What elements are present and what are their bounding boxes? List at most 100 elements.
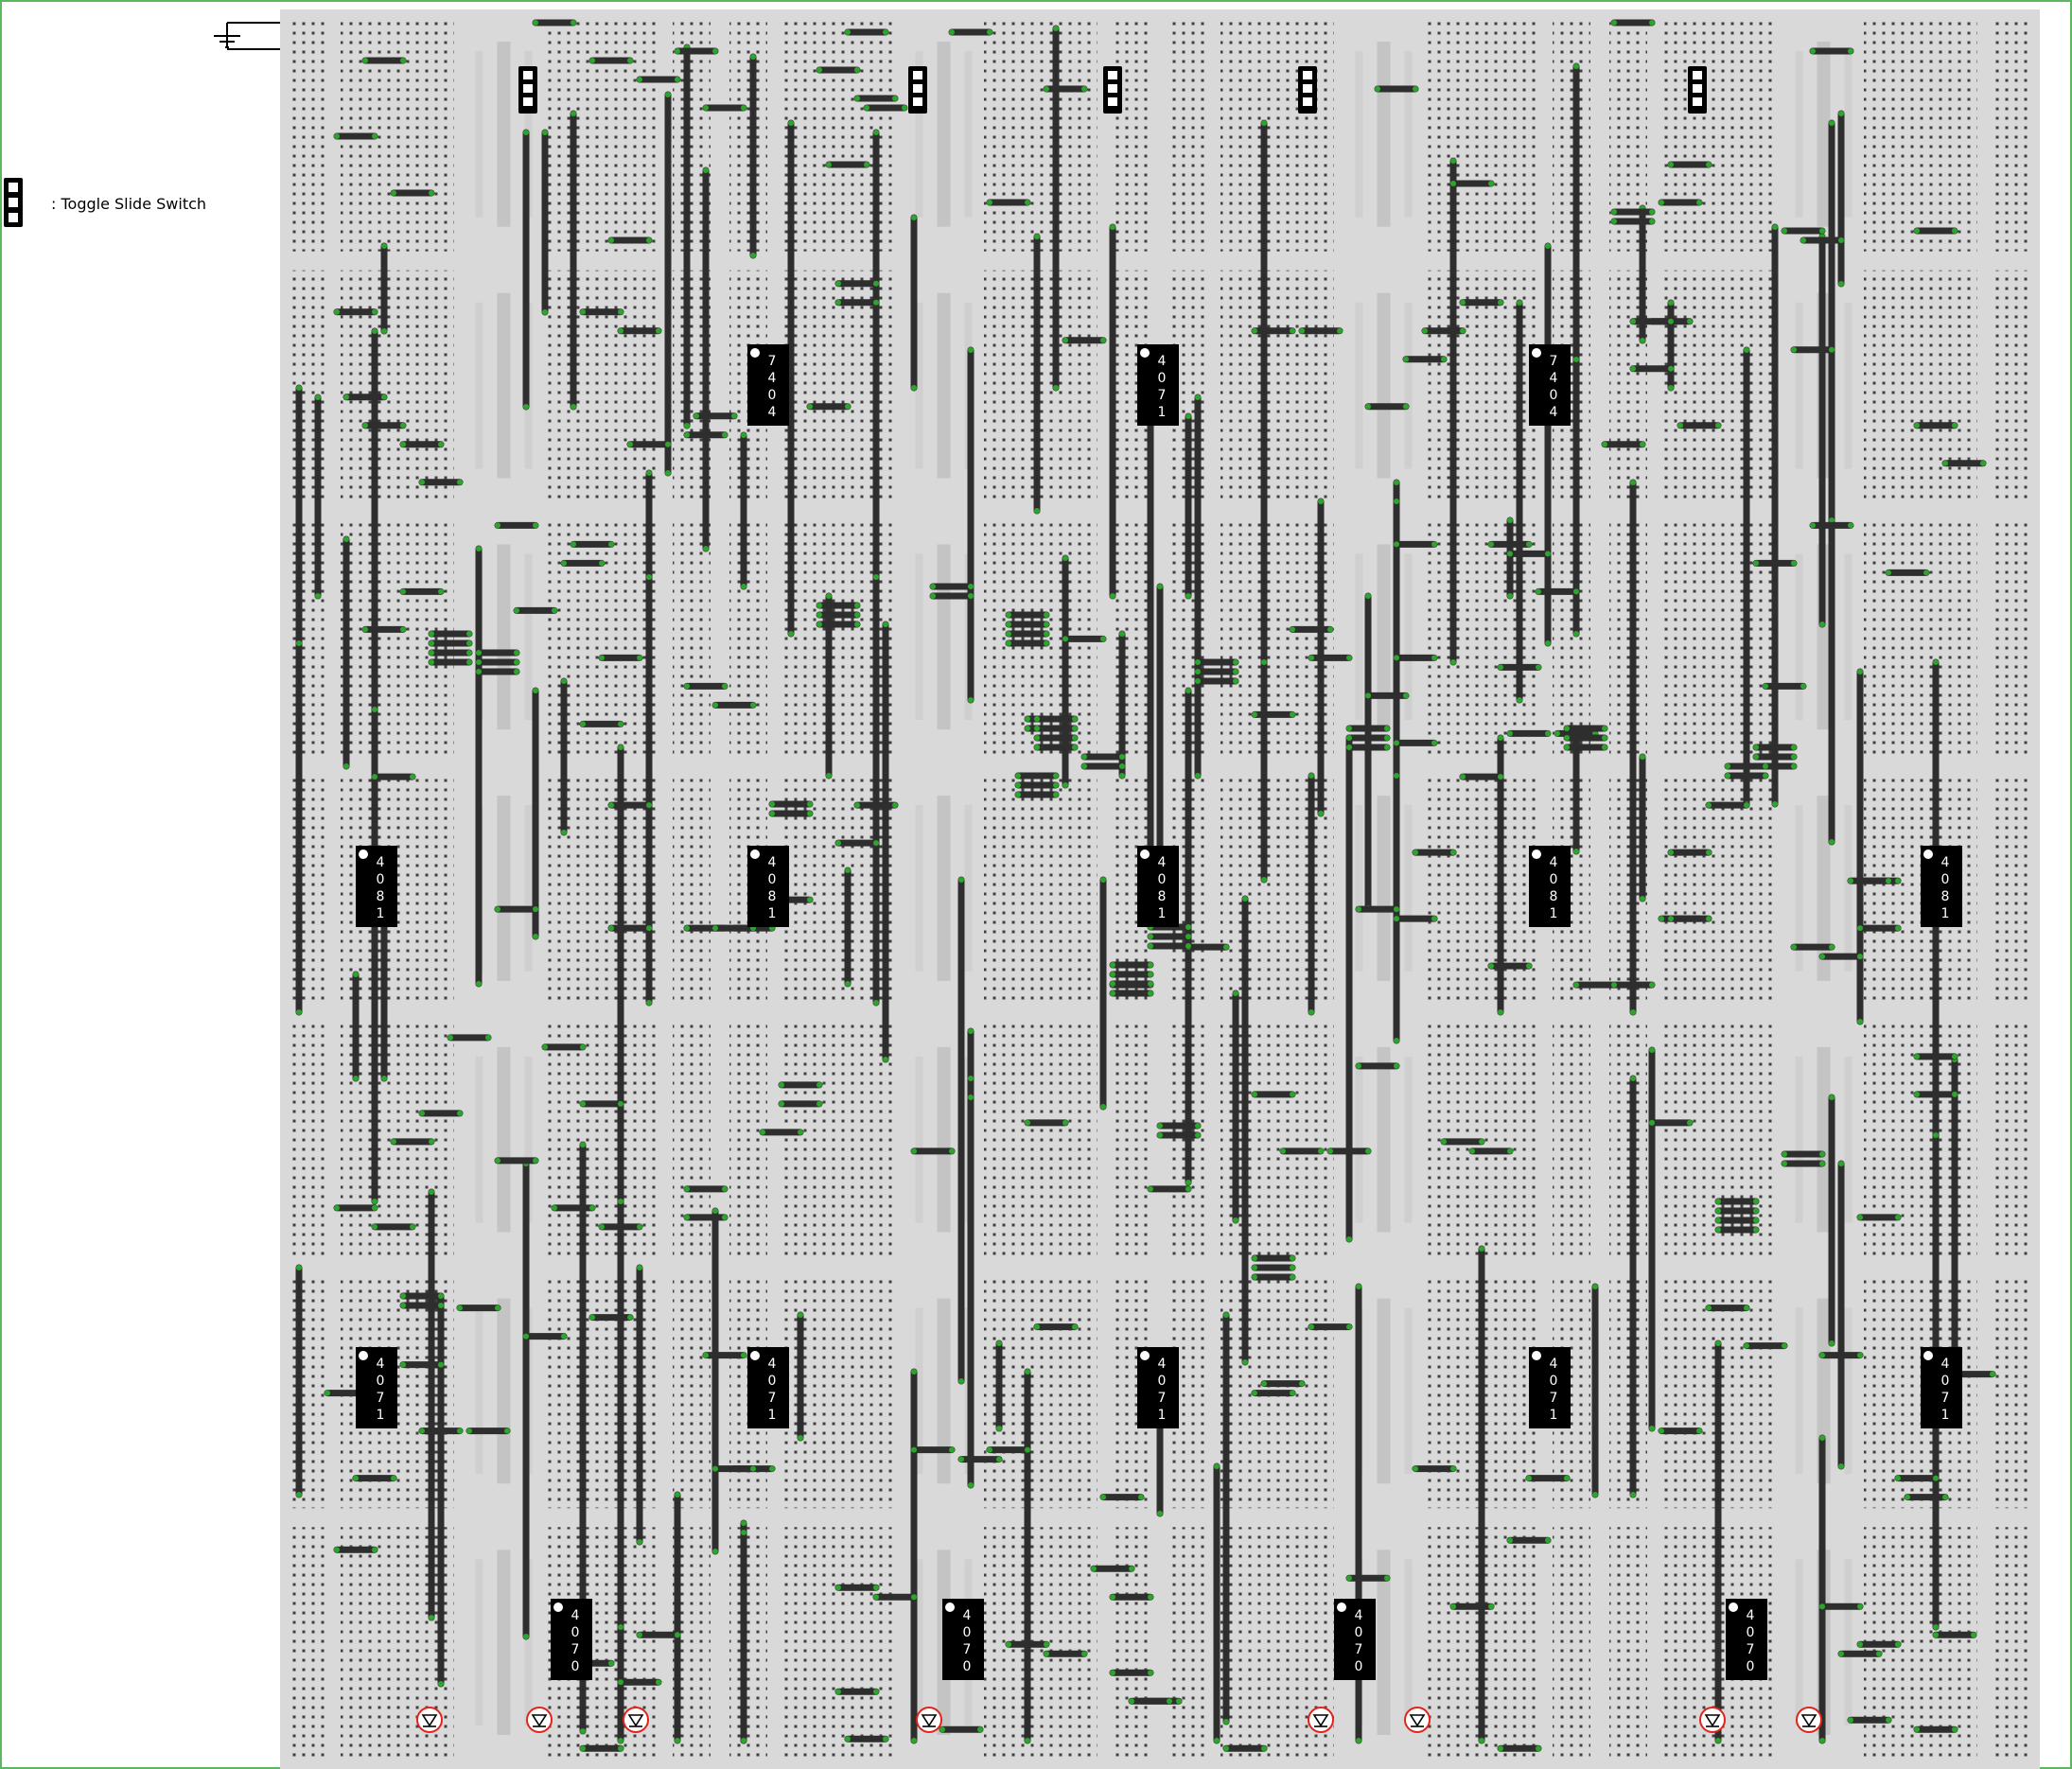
jumper-wire[interactable] (1147, 942, 1192, 950)
jumper-wire[interactable] (371, 706, 378, 1205)
jumper-wire[interactable] (1251, 1264, 1296, 1271)
jumper-wire[interactable] (522, 129, 530, 411)
toggle-slide-switch[interactable] (518, 66, 537, 114)
jumper-wire[interactable] (1109, 1593, 1154, 1601)
led-icon[interactable] (526, 1707, 553, 1733)
jumper-wire[interactable] (1364, 403, 1410, 411)
toggle-slide-switch[interactable] (1298, 66, 1317, 114)
jumper-wire[interactable] (1402, 356, 1448, 363)
ic-body[interactable] (747, 344, 789, 426)
jumper-wire[interactable] (1714, 1198, 1760, 1205)
jumper-wire[interactable] (333, 308, 378, 316)
jumper-wire[interactable] (1345, 734, 1391, 742)
jumper-wire[interactable] (1714, 1217, 1760, 1224)
jumper-wire[interactable] (607, 924, 653, 932)
jumper-wire[interactable] (759, 1129, 804, 1136)
jumper-wire[interactable] (1752, 744, 1798, 751)
jumper-wire[interactable] (1194, 394, 1202, 779)
jumper-wire[interactable] (418, 1427, 464, 1435)
jumper-wire[interactable] (636, 1264, 643, 1546)
jumper-wire[interactable] (816, 621, 861, 628)
jumper-wire[interactable] (1014, 791, 1060, 798)
jumper-wire[interactable] (1090, 1565, 1135, 1572)
jumper-wire[interactable] (1714, 1207, 1760, 1215)
jumper-wire[interactable] (1279, 1147, 1325, 1155)
ic-body[interactable] (1921, 846, 1962, 927)
jumper-wire[interactable] (645, 573, 653, 1007)
jumper-wire[interactable] (797, 1311, 804, 1442)
ic-body[interactable] (1529, 1347, 1571, 1428)
jumper-wire[interactable] (882, 621, 889, 1063)
jumper-wire[interactable] (1062, 337, 1107, 344)
jumper-wire[interactable] (541, 1043, 587, 1051)
jumper-wire[interactable] (1393, 540, 1438, 548)
jumper-wire[interactable] (853, 95, 899, 102)
jumper-wire[interactable] (1364, 592, 1372, 912)
jumper-wire[interactable] (1421, 327, 1466, 335)
jumper-wire[interactable] (1449, 1603, 1495, 1610)
jumper-wire[interactable] (702, 1352, 747, 1359)
jumper-wire[interactable] (957, 1456, 1003, 1463)
jumper-wire[interactable] (1185, 943, 1230, 951)
jumper-wire[interactable] (683, 431, 729, 439)
jumper-wire[interactable] (1837, 1650, 1883, 1657)
jumper-wire[interactable] (532, 687, 539, 940)
jumper-wire[interactable] (1213, 1462, 1220, 1744)
jumper-wire[interactable] (1222, 1311, 1230, 1725)
jumper-wire[interactable] (1752, 559, 1798, 567)
jumper-wire[interactable] (1147, 1185, 1192, 1193)
jumper-wire[interactable] (1629, 318, 1675, 325)
jumper-wire[interactable] (872, 1593, 918, 1601)
jumper-wire[interactable] (1033, 744, 1079, 751)
jumper-wire[interactable] (494, 905, 539, 913)
jumper-wire[interactable] (588, 57, 634, 64)
jumper-wire[interactable] (1743, 346, 1750, 808)
jumper-wire[interactable] (1497, 663, 1542, 671)
jumper-wire[interactable] (711, 1465, 757, 1473)
jumper-wire[interactable] (607, 801, 653, 809)
jumper-wire[interactable] (1497, 1744, 1542, 1752)
jumper-wire[interactable] (674, 47, 719, 55)
jumper-wire[interactable] (1610, 981, 1656, 989)
jumper-wire[interactable] (617, 1678, 662, 1686)
jumper-wire[interactable] (844, 1735, 889, 1743)
jumper-wire[interactable] (816, 611, 861, 619)
jumper-wire[interactable] (1251, 1254, 1296, 1262)
jumper-wire[interactable] (1393, 915, 1438, 922)
jumper-wire[interactable] (1241, 895, 1249, 1366)
jumper-wire[interactable] (1194, 658, 1239, 666)
jumper-wire[interactable] (1251, 1091, 1296, 1098)
jumper-wire[interactable] (1024, 1368, 1031, 1744)
jumper-wire[interactable] (1355, 905, 1400, 913)
jumper-wire[interactable] (399, 1292, 445, 1300)
jumper-wire[interactable] (1724, 762, 1769, 770)
jumper-wire[interactable] (910, 214, 918, 392)
led-icon[interactable] (1404, 1707, 1431, 1733)
jumper-wire[interactable] (1033, 734, 1079, 742)
jumper-wire[interactable] (1308, 772, 1315, 1016)
jumper-wire[interactable] (1856, 924, 1902, 932)
jumper-wire[interactable] (1506, 550, 1552, 557)
jumper-wire[interactable] (1251, 710, 1296, 718)
jumper-wire[interactable] (702, 104, 747, 112)
jumper-wire[interactable] (371, 773, 416, 780)
jumper-wire[interactable] (1080, 753, 1126, 761)
jumper-wire[interactable] (1951, 1056, 1958, 1385)
jumper-wire[interactable] (957, 876, 965, 1385)
jumper-wire[interactable] (1005, 621, 1050, 628)
jumper-wire[interactable] (1222, 1744, 1268, 1752)
led-icon[interactable] (916, 1707, 942, 1733)
jumper-wire[interactable] (1308, 654, 1353, 661)
jumper-wire[interactable] (295, 621, 303, 1016)
jumper-wire[interactable] (740, 1529, 747, 1744)
jumper-wire[interactable] (1260, 1380, 1306, 1388)
jumper-wire[interactable] (1109, 961, 1154, 969)
jumper-wire[interactable] (834, 1688, 880, 1695)
jumper-wire[interactable] (1062, 635, 1107, 642)
jumper-wire[interactable] (1260, 119, 1268, 666)
jumper-wire[interactable] (1771, 223, 1779, 761)
jumper-wire[interactable] (683, 44, 691, 429)
jumper-wire[interactable] (929, 592, 975, 600)
